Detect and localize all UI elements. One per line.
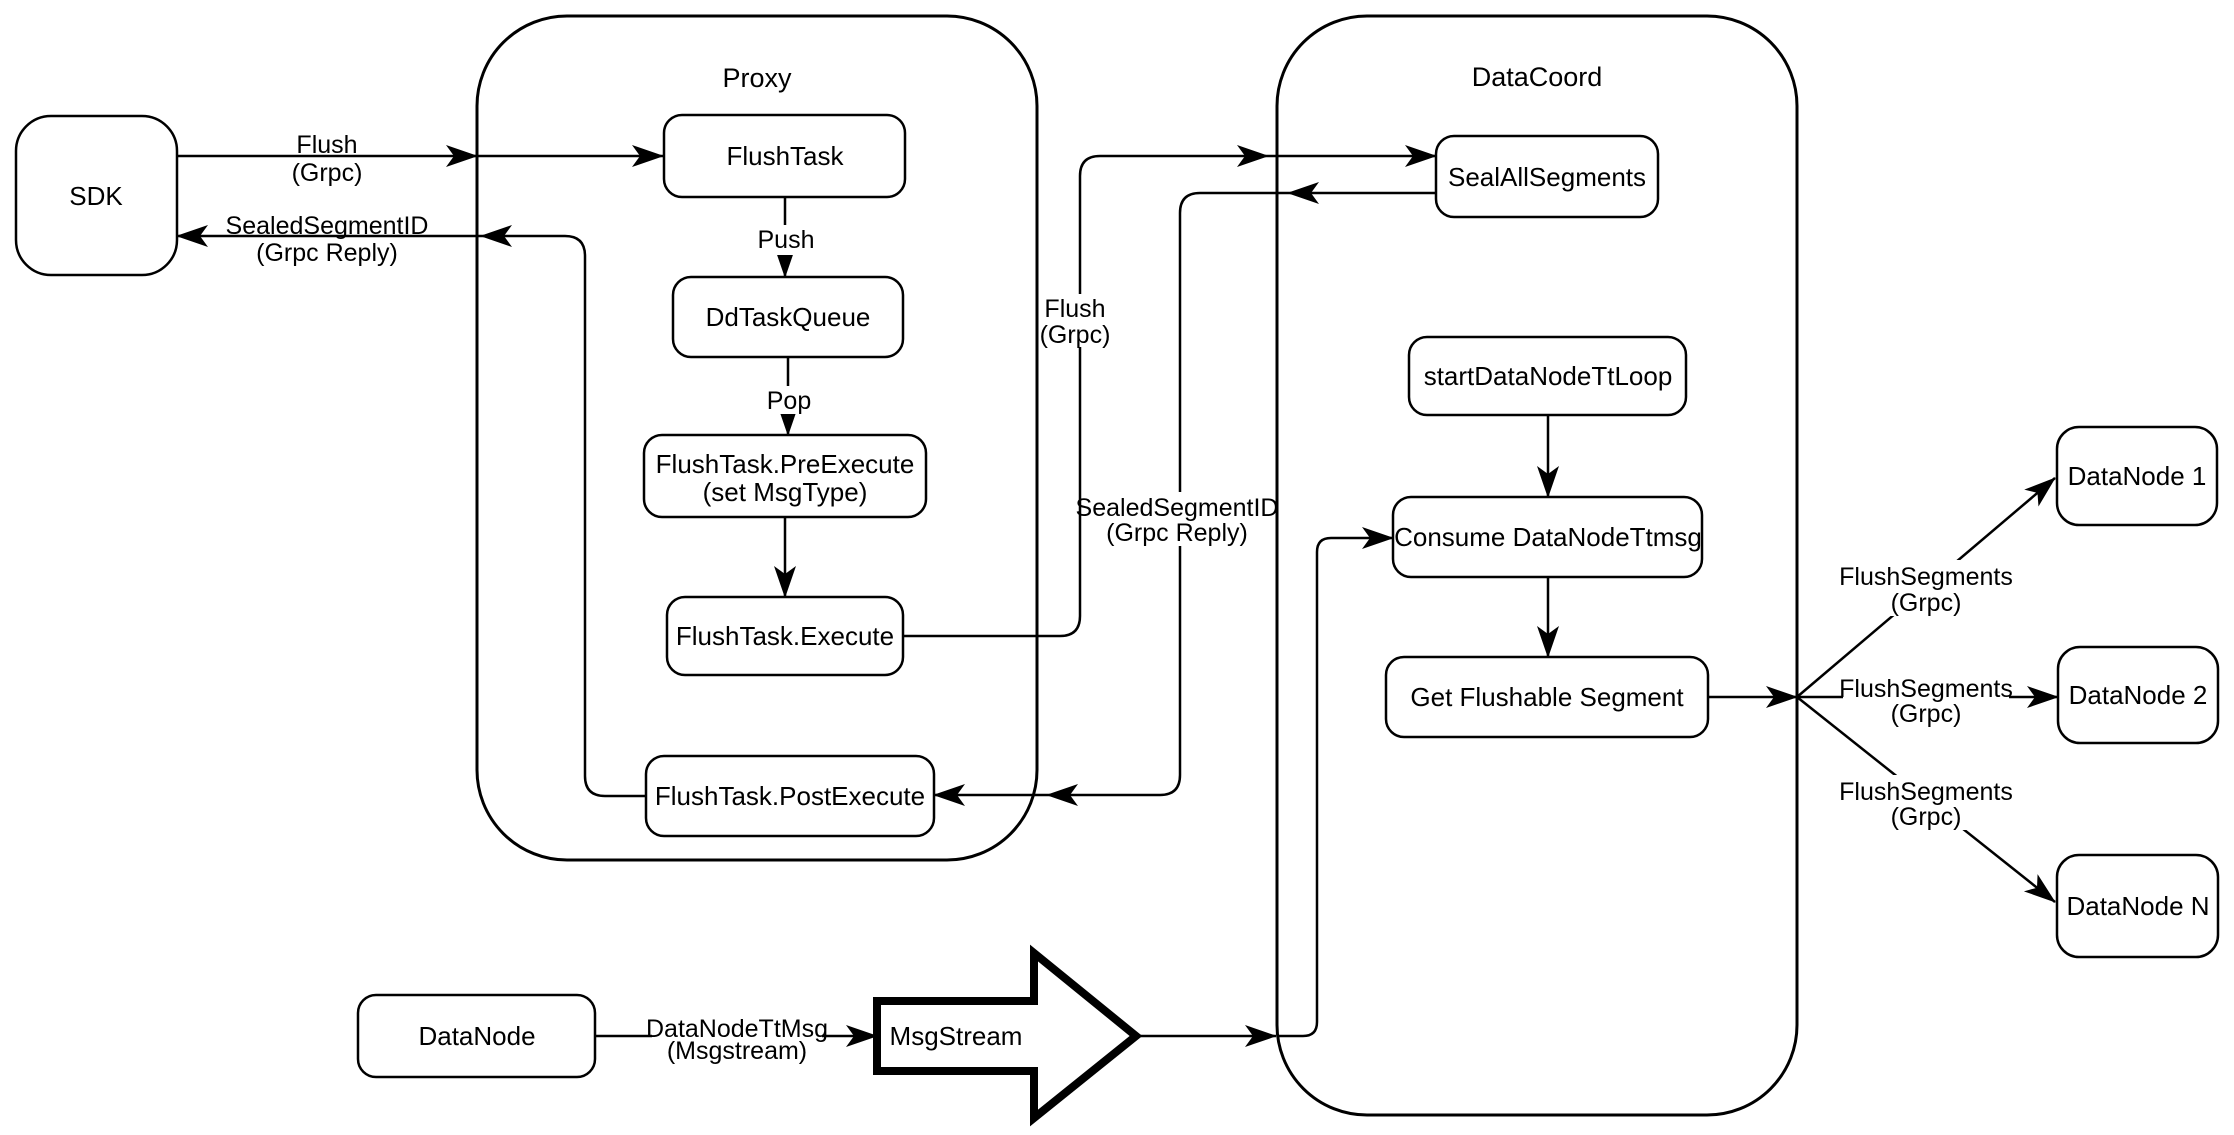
svg-text:FlushSegments: FlushSegments bbox=[1839, 563, 2013, 591]
svg-text:(Grpc): (Grpc) bbox=[1040, 321, 1111, 349]
node-startdatanodettloop: startDataNodeTtLoop bbox=[1407, 335, 1688, 417]
label-sealedsegmentid-mid: SealedSegmentID (Grpc Reply) bbox=[1076, 492, 1279, 547]
svg-text:FlushSegments: FlushSegments bbox=[1839, 778, 2013, 806]
label-flush-mid: Flush (Grpc) bbox=[1040, 294, 1111, 349]
node-msgstream: MsgStream bbox=[873, 944, 1143, 1127]
node-flushtask-postexecute-label: FlushTask.PostExecute bbox=[655, 781, 925, 811]
node-flushtask-preexecute-line2: (set MsgType) bbox=[703, 477, 868, 507]
svg-text:(Grpc): (Grpc) bbox=[1891, 700, 1962, 728]
node-datanode-bottom-label: DataNode bbox=[418, 1021, 535, 1051]
node-datanode-1: DataNode 1 bbox=[2055, 425, 2219, 527]
node-datanode-bottom: DataNode bbox=[356, 993, 597, 1079]
label-flushsegments-2: FlushSegments (Grpc) bbox=[1839, 672, 2013, 728]
label-push: Push bbox=[752, 225, 820, 255]
node-sdk: SDK bbox=[14, 114, 179, 277]
label-pop: Pop bbox=[760, 386, 818, 415]
svg-text:(Grpc Reply): (Grpc Reply) bbox=[1106, 519, 1248, 547]
label-flushsegments-3: FlushSegments (Grpc) bbox=[1839, 775, 2013, 831]
svg-text:Flush: Flush bbox=[1044, 295, 1105, 323]
label-datanodettmsg: DataNodeTtMsg (Msgstream) bbox=[646, 1012, 828, 1065]
node-sdk-label: SDK bbox=[69, 181, 123, 211]
node-flushtask-preexecute-line1: FlushTask.PreExecute bbox=[656, 449, 915, 479]
svg-text:(Grpc): (Grpc) bbox=[292, 159, 363, 187]
node-datanode-n: DataNode N bbox=[2055, 853, 2220, 959]
node-datanode-n-label: DataNode N bbox=[2066, 891, 2209, 921]
node-flushtask-postexecute: FlushTask.PostExecute bbox=[644, 754, 936, 838]
node-datanode-2: DataNode 2 bbox=[2056, 645, 2220, 745]
node-msgstream-label: MsgStream bbox=[890, 1021, 1023, 1051]
node-get-flushable-segment-label: Get Flushable Segment bbox=[1410, 682, 1684, 712]
node-ddtaskqueue-label: DdTaskQueue bbox=[706, 302, 871, 332]
label-sealedsegmentid-sdk: SealedSegmentID (Grpc Reply) bbox=[226, 212, 429, 267]
proxy-container-label: Proxy bbox=[722, 63, 792, 93]
node-ddtaskqueue: DdTaskQueue bbox=[671, 275, 905, 359]
label-flushsegments-1: FlushSegments (Grpc) bbox=[1839, 560, 2013, 617]
node-datanode-1-label: DataNode 1 bbox=[2068, 461, 2207, 491]
label-flush-sdk: Flush (Grpc) bbox=[292, 131, 363, 187]
node-datanode-2-label: DataNode 2 bbox=[2069, 680, 2208, 710]
node-consume-datanodettmsg: Consume DataNodeTtmsg bbox=[1391, 495, 1704, 579]
edge-postexecute-to-sdk bbox=[176, 225, 646, 798]
node-startdatanodettloop-label: startDataNodeTtLoop bbox=[1424, 361, 1673, 391]
edge-msgstream-to-consume bbox=[1136, 527, 1394, 1047]
msgstream-block-arrow-icon bbox=[873, 944, 1143, 1127]
edge-execute-to-sealallsegments bbox=[903, 145, 1437, 638]
svg-text:(Msgstream): (Msgstream) bbox=[667, 1037, 807, 1065]
node-flushtask-preexecute: FlushTask.PreExecute (set MsgType) bbox=[642, 433, 928, 519]
node-flushtask: FlushTask bbox=[662, 113, 907, 199]
node-get-flushable-segment: Get Flushable Segment bbox=[1384, 655, 1710, 739]
svg-text:SealedSegmentID: SealedSegmentID bbox=[1076, 494, 1279, 522]
svg-text:Push: Push bbox=[758, 226, 815, 254]
node-flushtask-label: FlushTask bbox=[726, 141, 844, 171]
svg-text:SealedSegmentID: SealedSegmentID bbox=[226, 212, 429, 240]
svg-text:DataNodeTtMsg: DataNodeTtMsg bbox=[646, 1015, 828, 1043]
svg-text:Flush: Flush bbox=[296, 131, 357, 159]
svg-text:FlushSegments: FlushSegments bbox=[1839, 675, 2013, 703]
node-flushtask-execute-label: FlushTask.Execute bbox=[676, 621, 894, 651]
node-consume-datanodettmsg-label: Consume DataNodeTtmsg bbox=[1394, 522, 1702, 552]
svg-text:Pop: Pop bbox=[767, 387, 811, 415]
svg-text:(Grpc): (Grpc) bbox=[1891, 589, 1962, 617]
node-flushtask-execute: FlushTask.Execute bbox=[665, 595, 905, 677]
svg-text:(Grpc Reply): (Grpc Reply) bbox=[256, 239, 398, 267]
node-sealallsegments: SealAllSegments bbox=[1434, 134, 1660, 219]
datacoord-container-label: DataCoord bbox=[1472, 62, 1603, 92]
node-sealallsegments-label: SealAllSegments bbox=[1448, 162, 1646, 192]
svg-text:(Grpc): (Grpc) bbox=[1891, 803, 1962, 831]
proxy-container: Proxy bbox=[475, 14, 1039, 862]
datacoord-container: DataCoord bbox=[1275, 14, 1799, 1117]
